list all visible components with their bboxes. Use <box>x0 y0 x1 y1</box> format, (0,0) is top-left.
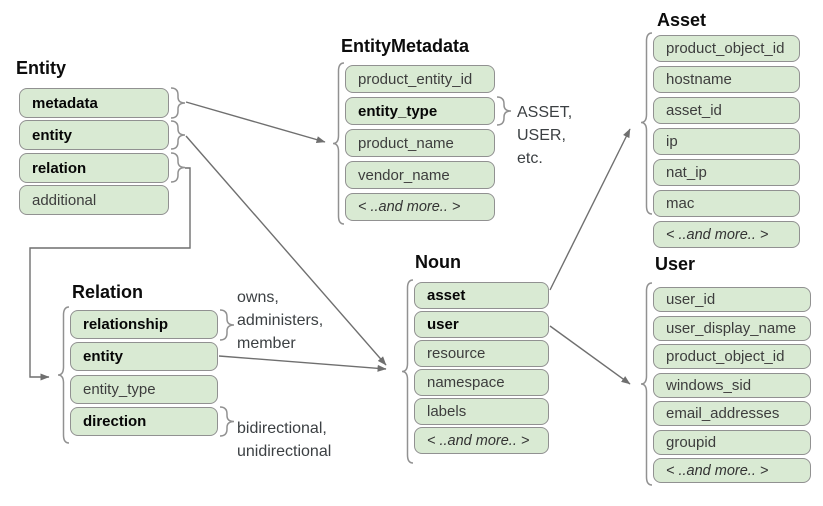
user-field-groupid: groupid <box>653 430 811 455</box>
entity-entity-field-brace <box>170 120 186 150</box>
entity-metadata-field-product-entity-id: product_entity_id <box>345 65 495 93</box>
entity-metadata-title: EntityMetadata <box>341 36 470 56</box>
relation-field-direction: direction <box>70 407 218 436</box>
asset-field-nat-ip: nat_ip <box>653 159 800 186</box>
entity-type-field-brace <box>496 96 512 126</box>
asset-field-asset-id: asset_id <box>653 97 800 124</box>
entity-field-entity: entity <box>19 120 169 150</box>
user-field-more: < ..and more.. > <box>653 458 811 483</box>
relation-field-relationship: relationship <box>70 310 218 339</box>
arrow-noun-user-to-user <box>549 325 631 385</box>
user-field-user-id: user_id <box>653 287 811 312</box>
user-title: User <box>655 254 696 274</box>
noun-field-user: user <box>414 311 549 338</box>
entity-relation-field-brace <box>170 152 186 183</box>
noun-field-namespace: namespace <box>414 369 549 396</box>
relationship-examples-note: owns, administers, member <box>237 289 324 352</box>
entity-field-relation: relation <box>19 153 169 183</box>
noun-field-asset: asset <box>414 282 549 309</box>
user-field-user-display-name: user_display_name <box>653 316 811 341</box>
asset-field-ip: ip <box>653 128 800 155</box>
noun-field-labels: labels <box>414 398 549 425</box>
entity-title: Entity <box>16 58 67 78</box>
asset-left-brace <box>640 32 653 215</box>
entity-metadata-field-product-name: product_name <box>345 129 495 157</box>
relation-left-brace <box>57 306 70 444</box>
relation-field-entity: entity <box>70 342 218 371</box>
arrow-relation-entity-to-noun <box>218 355 387 372</box>
asset-title: Asset <box>657 10 707 30</box>
asset-field-more: < ..and more.. > <box>653 221 800 248</box>
entity-metadata-field-entity-type: entity_type <box>345 97 495 125</box>
user-field-windows-sid: windows_sid <box>653 373 811 398</box>
entity-metadata-field-more: < ..and more.. > <box>345 193 495 221</box>
relationship-field-brace <box>219 309 235 341</box>
entity-field-additional: additional <box>19 185 169 215</box>
user-left-brace <box>640 282 653 486</box>
entity-metadata-field-vendor-name: vendor_name <box>345 161 495 189</box>
asset-field-mac: mac <box>653 190 800 217</box>
entity-type-examples-note: ASSET, USER, etc. <box>517 104 573 167</box>
noun-field-more: < ..and more.. > <box>414 427 549 454</box>
entity-field-metadata: metadata <box>19 88 169 118</box>
user-field-email-addresses: email_addresses <box>653 401 811 426</box>
noun-title: Noun <box>415 252 461 272</box>
direction-field-brace <box>219 406 235 437</box>
relation-title: Relation <box>72 282 144 302</box>
relation-field-entity-type: entity_type <box>70 375 218 404</box>
user-field-product-object-id: product_object_id <box>653 344 811 369</box>
asset-field-hostname: hostname <box>653 66 800 93</box>
noun-left-brace <box>401 279 414 464</box>
direction-examples-note: bidirectional, unidirectional <box>237 420 332 460</box>
entity-metadata-left-brace <box>332 62 345 225</box>
asset-field-product-object-id: product_object_id <box>653 35 800 62</box>
arrow-metadata-to-entitymetadata <box>185 101 326 144</box>
noun-field-resource: resource <box>414 340 549 367</box>
entity-metadata-field-brace <box>170 87 186 119</box>
